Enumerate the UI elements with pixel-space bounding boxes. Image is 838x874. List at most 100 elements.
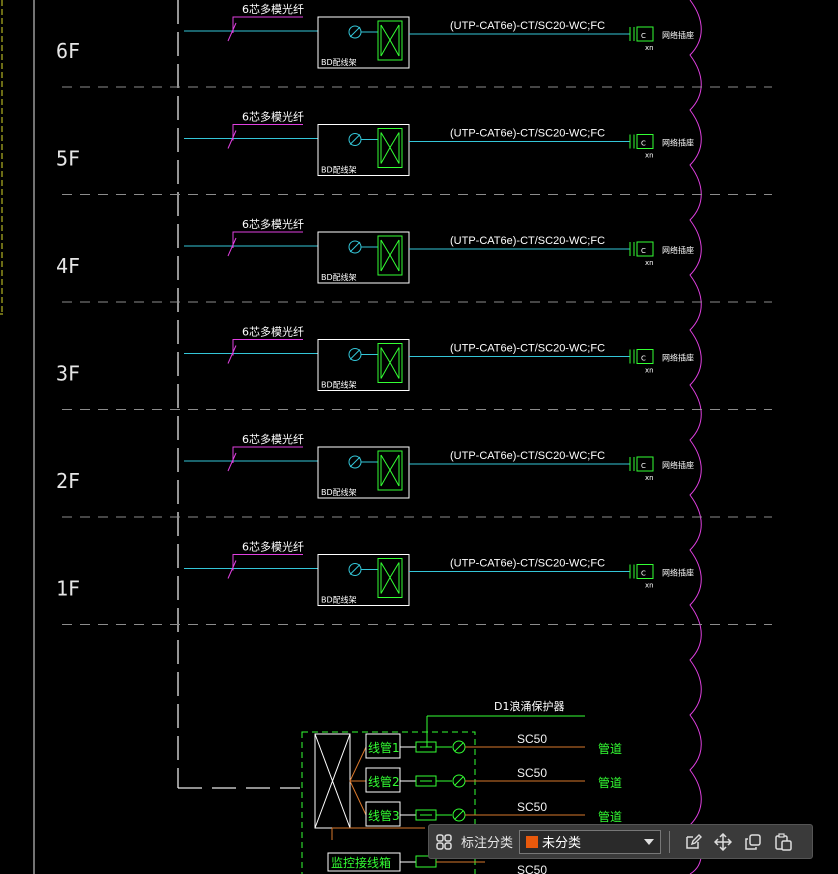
outlet-xn-label: xn — [645, 44, 654, 52]
grid-icon[interactable] — [429, 827, 459, 857]
conduit-box-label: 线管3 — [368, 808, 400, 823]
fiber-label: 6芯多模光纤 — [242, 110, 304, 124]
chevron-down-icon — [644, 838, 655, 845]
break-line — [689, 0, 702, 874]
outlet-label: 网络插座 — [662, 245, 694, 255]
category-label: 标注分类 — [461, 836, 514, 851]
switch-symbol — [377, 343, 403, 383]
outlet-c: C — [641, 140, 646, 148]
cable-label: (UTP-CAT6e)-CT/SC20-WC;FC — [450, 235, 605, 247]
paste-icon[interactable] — [768, 827, 798, 857]
floor-row: 6F 6芯多模光纤 BD配线架 (UTP-CAT6e)-CT/SC20-WC;FC Cx… — [56, 2, 772, 88]
bd-box — [317, 554, 410, 606]
pipe-label: 管道 — [598, 775, 622, 790]
floor-row: 1F 6芯多模光纤 BD配线架 (UTP-CAT6e)-CT/SC20-WC;FC Cx… — [56, 540, 772, 625]
outlet-xn-label: xn — [645, 367, 654, 375]
cable-label: (UTP-CAT6e)-CT/SC20-WC;FC — [450, 128, 605, 140]
outlet-label: 网络插座 — [662, 460, 694, 470]
cable-label: (UTP-CAT6e)-CT/SC20-WC;FC — [450, 343, 605, 355]
surge-protector-label: D1浪涌保护器 — [494, 699, 564, 713]
fiber-label: 6芯多模光纤 — [242, 217, 304, 231]
copy-icon[interactable] — [738, 827, 768, 857]
floor-row: 5F 6芯多模光纤 BD配线架 (UTP-CAT6e)-CT/SC20-WC;FC Cx… — [56, 110, 772, 195]
conduit-box-label: 线管2 — [368, 774, 400, 789]
fiber-label: 6芯多模光纤 — [242, 540, 304, 554]
cable-label: (UTP-CAT6e)-CT/SC20-WC;FC — [450, 20, 605, 32]
sc-label: SC50 — [517, 800, 547, 814]
outlet-label: 网络插座 — [662, 30, 694, 40]
outlet-c: C — [641, 462, 646, 470]
outlet-symbol — [636, 26, 654, 42]
bd-box — [317, 16, 410, 69]
cabinet-outline — [301, 731, 476, 874]
switch-symbol — [377, 235, 403, 276]
floor-label: 1F — [56, 577, 80, 601]
conduit-row: 线管3 SC50 管道 — [349, 780, 622, 827]
bottom-sc-label: SC50 — [517, 863, 547, 874]
sc-label: SC50 — [517, 732, 547, 746]
outlet-symbol — [636, 241, 654, 257]
sc-label: SC50 — [517, 766, 547, 780]
switch-symbol — [377, 450, 403, 491]
bd-label: BD配线架 — [321, 487, 357, 497]
conduit-box — [365, 767, 401, 793]
move-icon[interactable] — [708, 827, 738, 857]
pipe-label: 管道 — [598, 809, 622, 824]
switch-symbol — [377, 20, 403, 61]
floor-label: 5F — [56, 147, 80, 171]
outlet-label: 网络插座 — [662, 138, 694, 148]
outlet-symbol — [636, 134, 654, 149]
conduit-box — [365, 733, 401, 759]
fiber-label: 6芯多模光纤 — [242, 325, 304, 339]
outlet-xn-label: xn — [645, 259, 654, 267]
outlet-c: C — [641, 32, 646, 40]
bd-box — [317, 446, 410, 499]
edit-icon[interactable] — [678, 827, 708, 857]
conduit-box — [365, 801, 401, 827]
outlet-xn-label: xn — [645, 474, 654, 482]
outlet-c: C — [641, 247, 646, 255]
toolbar-divider — [669, 830, 671, 853]
bd-label: BD配线架 — [321, 595, 357, 605]
cable-label: (UTP-CAT6e)-CT/SC20-WC;FC — [450, 558, 605, 570]
outlet-c: C — [641, 570, 646, 578]
bd-box — [317, 339, 410, 391]
outlet-symbol — [636, 349, 654, 364]
floor-label: 2F — [56, 469, 80, 493]
bd-label: BD配线架 — [321, 380, 357, 390]
bd-box — [317, 231, 410, 284]
floor-row: 4F 6芯多模光纤 BD配线架 (UTP-CAT6e)-CT/SC20-WC;FC Cx… — [56, 217, 772, 303]
category-select[interactable]: 未分类 — [519, 829, 662, 854]
switch-symbol — [377, 558, 403, 598]
monitor-box-label: 监控接线箱 — [331, 855, 391, 870]
outlet-c: C — [641, 355, 646, 363]
floor-row: 3F 6芯多模光纤 BD配线架 (UTP-CAT6e)-CT/SC20-WC;FC Cx… — [56, 325, 772, 410]
floor-label: 6F — [56, 39, 80, 63]
conduit-row: 线管2 SC50 管道 — [350, 766, 622, 793]
fiber-label: 6芯多模光纤 — [242, 2, 304, 16]
bd-box — [317, 124, 410, 176]
bd-label: BD配线架 — [321, 165, 357, 175]
category-swatch — [526, 835, 539, 848]
outlet-xn-label: xn — [645, 582, 654, 590]
category-selected: 未分类 — [542, 836, 582, 851]
pipe-label: 管道 — [598, 741, 622, 756]
outlet-label: 网络插座 — [662, 353, 694, 363]
conduit-box-label: 线管1 — [368, 740, 400, 755]
bd-label: BD配线架 — [321, 272, 357, 282]
floor-label: 3F — [56, 362, 80, 386]
switch-symbol — [377, 128, 403, 168]
fiber-label: 6芯多模光纤 — [242, 432, 304, 446]
bd-label: BD配线架 — [321, 57, 357, 67]
cable-label: (UTP-CAT6e)-CT/SC20-WC;FC — [450, 450, 605, 462]
floor-row: 2F 6芯多模光纤 BD配线架 (UTP-CAT6e)-CT/SC20-WC;FC Cx… — [56, 432, 772, 518]
outlet-symbol — [636, 456, 654, 472]
outlet-symbol — [636, 564, 654, 579]
annotation-toolbar: 标注分类 未分类 — [428, 824, 813, 859]
floor-label: 4F — [56, 254, 80, 278]
outlet-xn-label: xn — [645, 152, 654, 160]
outlet-label: 网络插座 — [662, 568, 694, 578]
